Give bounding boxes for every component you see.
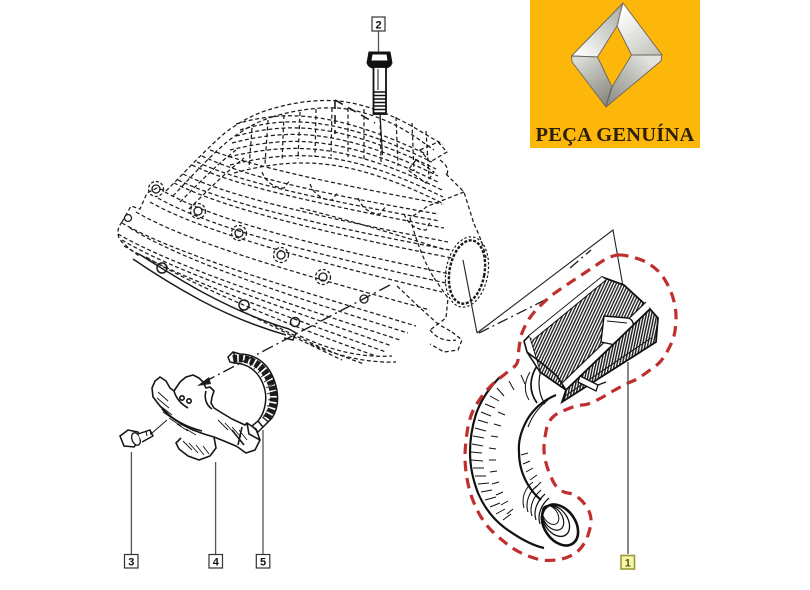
svg-text:PEÇA GENUÍNA: PEÇA GENUÍNA <box>535 123 694 146</box>
svg-text:3: 3 <box>128 557 134 569</box>
svg-text:2: 2 <box>375 20 381 32</box>
svg-text:4: 4 <box>213 557 220 569</box>
svg-text:5: 5 <box>260 557 266 569</box>
svg-text:1: 1 <box>625 558 631 570</box>
